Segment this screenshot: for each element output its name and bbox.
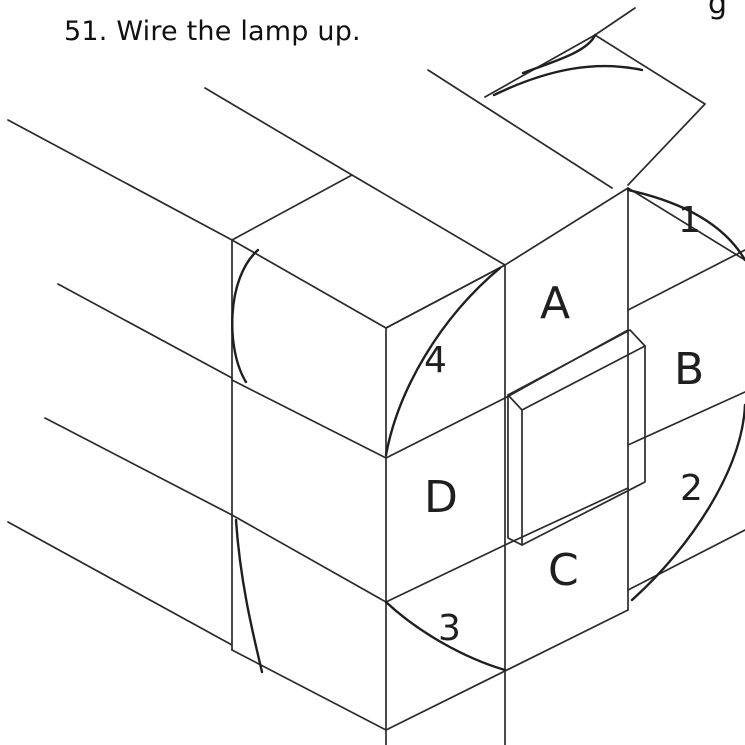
face-outline — [504, 487, 629, 546]
face-outline — [385, 609, 629, 731]
block-outline — [231, 514, 387, 603]
label-A: A — [540, 278, 570, 329]
lamp-block — [507, 329, 646, 546]
rail-line — [7, 119, 233, 241]
rail-line — [7, 521, 233, 646]
block-outline — [231, 649, 387, 731]
label-1: 1 — [678, 200, 701, 241]
face-outline — [385, 397, 506, 459]
wire-arc — [231, 248, 260, 384]
rail-line — [44, 417, 233, 516]
label-2: 2 — [680, 468, 703, 509]
face-outline — [627, 391, 745, 446]
wire-arc — [521, 33, 597, 75]
label-B: B — [674, 344, 704, 395]
top-lamp-tile — [484, 7, 706, 186]
wire-arc — [234, 518, 264, 674]
label-3: 3 — [438, 608, 461, 649]
wire-arc — [626, 188, 745, 262]
rail-line — [427, 69, 613, 189]
wire-arc — [384, 600, 507, 672]
tile-outline — [484, 34, 706, 186]
block-outline — [231, 379, 387, 459]
rail-line — [204, 87, 353, 176]
face-outline — [385, 544, 506, 603]
background-rails — [7, 69, 613, 646]
lamp-outline — [521, 345, 646, 546]
cropped-header-text: g — [708, 0, 728, 21]
wire-arc — [630, 403, 745, 602]
cell-labels: A B C D 1 2 3 4 — [424, 200, 704, 649]
tile-outline — [594, 7, 636, 36]
label-D: D — [424, 472, 458, 523]
puzzle-title: 51. Wire the lamp up. — [64, 16, 361, 47]
wire-arc — [492, 64, 644, 97]
wire-arc — [384, 266, 502, 457]
face-outline — [627, 529, 745, 591]
rail-line — [57, 283, 233, 379]
lamp-outline — [507, 394, 523, 546]
front-face — [384, 187, 745, 745]
face-outline — [627, 249, 745, 311]
left-block — [231, 174, 506, 745]
label-4: 4 — [424, 340, 447, 381]
block-outline — [231, 174, 506, 329]
lamp-outline — [507, 329, 646, 411]
face-outline — [385, 187, 745, 329]
label-C: C — [548, 545, 579, 596]
